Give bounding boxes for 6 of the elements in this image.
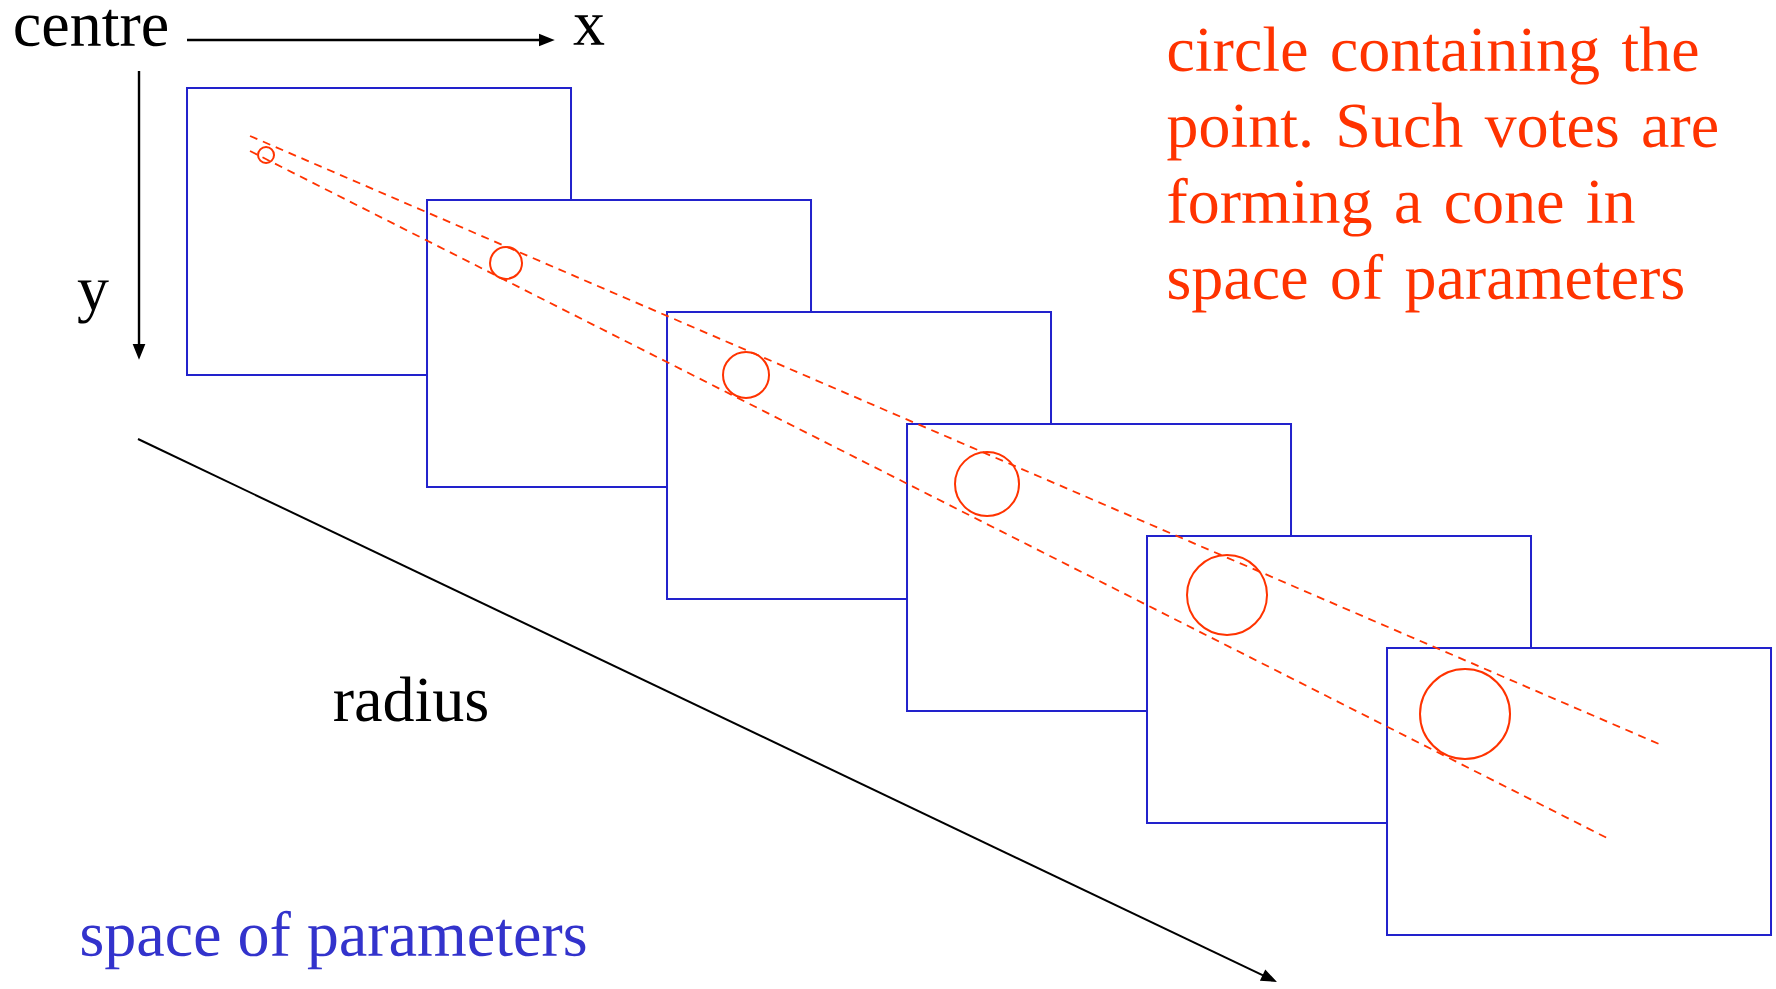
annotation-text: circle containing the point. Such votes are forming a cone in space of parameters <box>1167 26 1717 313</box>
caption-text: space of parameters <box>82 910 586 970</box>
axis-label: y <box>77 280 109 324</box>
axis-label: x <box>573 15 605 45</box>
axis-label: radius <box>334 676 487 722</box>
axis-label: centre <box>15 9 167 47</box>
